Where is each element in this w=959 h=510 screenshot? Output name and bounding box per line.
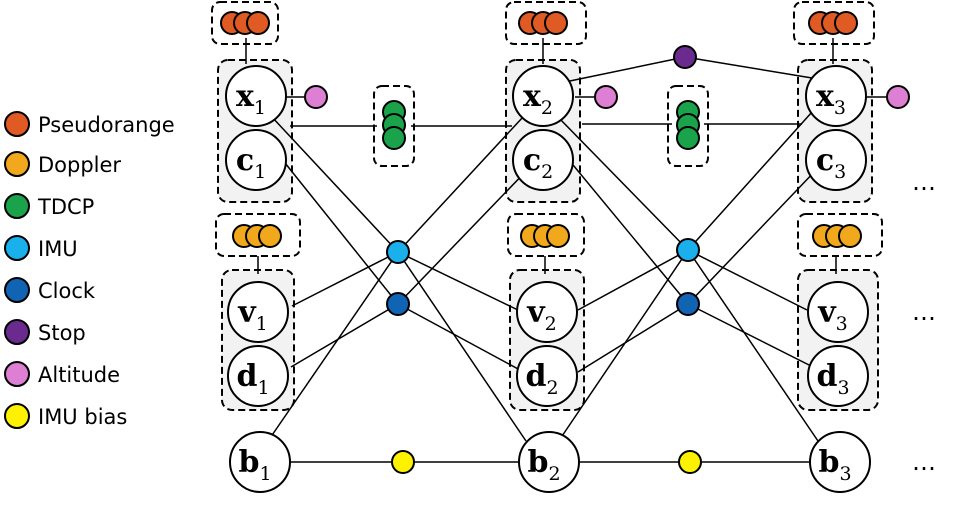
pseudorange-factor (834, 11, 858, 35)
svg-text:v1: v1 (237, 295, 268, 335)
imu-factor (386, 240, 410, 264)
legend: Pseudorange Doppler TDCP IMU Clock Stop … (4, 111, 175, 429)
variable-b-3: b3 (809, 431, 871, 493)
variable-v-1: v1 (227, 281, 289, 343)
legend-item-altitude: Altitude (4, 361, 120, 387)
svg-text:b3: b3 (818, 445, 851, 485)
svg-text:b2: b2 (527, 445, 560, 485)
svg-text:d2: d2 (525, 359, 558, 399)
doppler-swatch-icon (4, 151, 30, 177)
continuation-ellipses: … … … (912, 168, 936, 476)
variable-v-3: v3 (807, 281, 869, 343)
variable-c-2: c2 (512, 129, 574, 191)
svg-text:v2: v2 (526, 295, 557, 335)
doppler-factor (258, 224, 282, 248)
variable-d-3: d3 (807, 345, 869, 407)
altitude-factor (886, 85, 910, 109)
imu-swatch-icon (4, 235, 30, 261)
imu-factor (676, 238, 700, 262)
clock-factor (386, 292, 410, 316)
variable-d-1: d1 (227, 345, 289, 407)
ellipsis-clock: … (912, 168, 936, 196)
legend-label: Pseudorange (38, 113, 175, 137)
altitude-swatch-icon (4, 361, 30, 387)
factor-nodes (220, 11, 910, 474)
legend-label: IMU bias (38, 405, 127, 429)
legend-item-clock: Clock (4, 277, 96, 303)
legend-label: IMU (38, 237, 78, 261)
pseudorange-factor (544, 11, 568, 35)
variable-x-3: x3 (805, 65, 867, 127)
variable-b-1: b1 (229, 431, 291, 493)
svg-text:c3: c3 (816, 143, 846, 183)
legend-item-stop: Stop (4, 319, 86, 345)
variable-nodes: x1 c1 v1 d1 b1 x2 c2 v2 (225, 65, 871, 493)
factor-edges (245, 38, 886, 463)
legend-label: Doppler (38, 153, 121, 177)
legend-item-pseudorange: Pseudorange (4, 111, 175, 137)
legend-item-imu-bias: IMU bias (4, 403, 127, 429)
variable-x-1: x1 (225, 65, 287, 127)
tdcp-factor (676, 126, 700, 150)
svg-text:d3: d3 (816, 359, 849, 399)
altitude-factor (304, 85, 328, 109)
svg-text:x2: x2 (523, 79, 553, 119)
svg-text:d1: d1 (236, 359, 269, 399)
legend-label: TDCP (37, 195, 94, 219)
altitude-factor (594, 85, 618, 109)
doppler-factor (838, 224, 862, 248)
tdcp-swatch-icon (4, 193, 30, 219)
variable-d-2: d2 (516, 345, 578, 407)
ellipsis-drift: … (912, 298, 936, 326)
svg-text:c2: c2 (523, 143, 553, 183)
legend-label: Stop (38, 321, 86, 345)
imu-bias-factor (678, 450, 702, 474)
svg-text:x3: x3 (816, 79, 846, 119)
svg-text:v3: v3 (817, 295, 848, 335)
clock-swatch-icon (4, 277, 30, 303)
variable-c-1: c1 (225, 129, 287, 191)
legend-label: Altitude (38, 363, 120, 387)
legend-label: Clock (38, 279, 96, 303)
legend-item-imu: IMU (4, 235, 78, 261)
legend-item-tdcp: TDCP (4, 193, 94, 219)
legend-item-doppler: Doppler (4, 151, 121, 177)
tdcp-factor (382, 126, 406, 150)
variable-c-3: c3 (805, 129, 867, 191)
svg-text:c1: c1 (236, 143, 266, 183)
imu-bias-factor (391, 450, 415, 474)
imu-bias-swatch-icon (4, 403, 30, 429)
variable-v-2: v2 (516, 281, 578, 343)
pseudorange-swatch-icon (4, 111, 30, 137)
svg-text:b1: b1 (238, 445, 271, 485)
pseudorange-factor (246, 11, 270, 35)
stop-factor (673, 45, 697, 69)
doppler-factor (546, 224, 570, 248)
svg-text:x1: x1 (236, 79, 266, 119)
variable-b-2: b2 (518, 431, 580, 493)
stop-swatch-icon (4, 319, 30, 345)
clock-factor (676, 292, 700, 316)
ellipsis-bias: … (912, 448, 936, 476)
variable-x-2: x2 (512, 65, 574, 127)
